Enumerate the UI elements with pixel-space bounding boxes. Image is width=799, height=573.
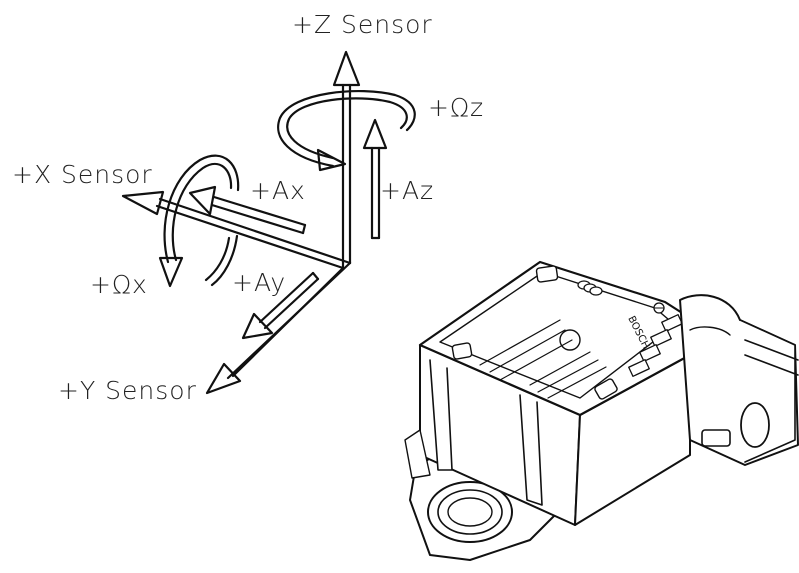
- omega-z-label: +Ωz: [428, 93, 484, 122]
- z-sensor-label: +Z Sensor: [292, 10, 433, 39]
- accel-y-label: +Ay: [232, 268, 286, 297]
- z-axis-arrow: [332, 50, 361, 270]
- y-axis-arrow: [205, 261, 352, 395]
- accel-z-label: +Az: [380, 176, 434, 205]
- accel-x-arrow: [188, 185, 307, 235]
- accel-y-arrow: [241, 271, 320, 340]
- x-axis-arrow: [121, 190, 352, 270]
- omega-z-rotation-arrow: [277, 90, 416, 172]
- omega-x-rotation-arrow: [158, 154, 240, 288]
- x-sensor-label: +X Sensor: [12, 160, 153, 189]
- accel-z-arrow: [362, 118, 388, 240]
- accel-x-label: +Ax: [250, 176, 306, 205]
- bosch-logo-icon: [653, 302, 665, 314]
- omega-x-label: +Ωx: [90, 270, 148, 299]
- sensor-device-illustration: BOSCH: [404, 260, 799, 561]
- y-sensor-label: +Y Sensor: [58, 376, 197, 405]
